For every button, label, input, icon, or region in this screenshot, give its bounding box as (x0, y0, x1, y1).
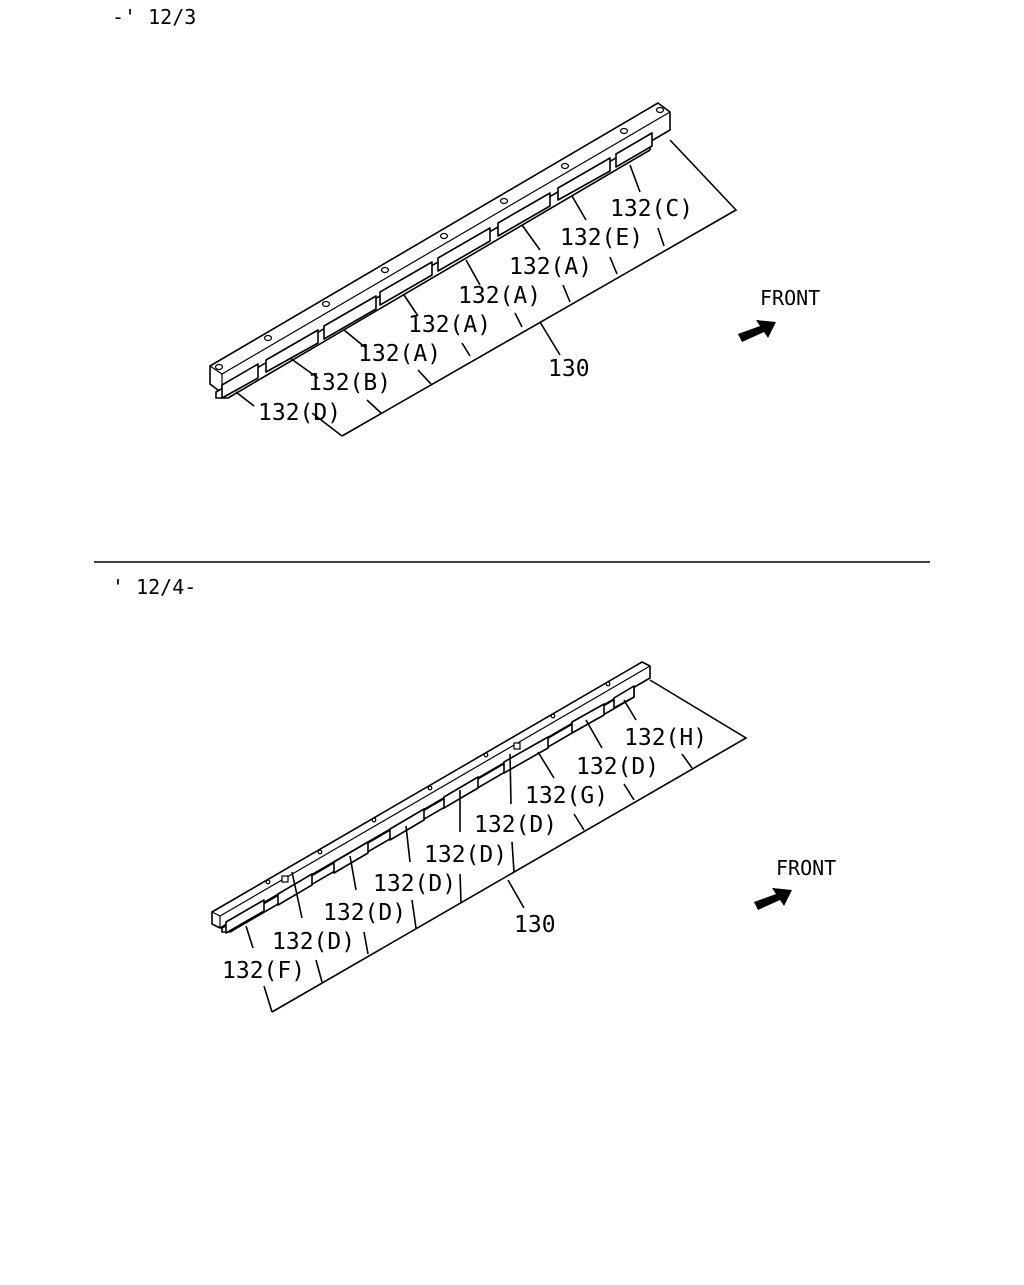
lower-heading: ' 12/4- (112, 575, 196, 599)
callout-upper-7: 132(E) (560, 225, 643, 251)
callout-upper-1: 132(D) (258, 400, 341, 426)
callout-upper-5: 132(A) (458, 283, 541, 309)
callout-lower-9: 132(H) (624, 725, 707, 751)
callout-lower-3: 132(D) (323, 900, 406, 926)
front-arrow-icon (738, 320, 776, 342)
upper-callouts: 132(D) 132(B) 132(A) 132(A) 132(A) 132(A… (258, 196, 693, 426)
lower-main-part: 130 (514, 912, 556, 938)
upper-section: -' 12/3 (112, 5, 820, 437)
lower-callouts: 132(F) 132(D) 132(D) 132(D) 132(D) 132(D… (222, 725, 707, 984)
callout-lower-8: 132(D) (576, 754, 659, 780)
callout-lower-5: 132(D) (424, 842, 507, 868)
callout-upper-6: 132(A) (509, 254, 592, 280)
callout-upper-2: 132(B) (308, 370, 391, 396)
callout-upper-4: 132(A) (408, 312, 491, 338)
upper-main-part: 130 (548, 356, 590, 382)
upper-front-label: FRONT (760, 286, 820, 310)
callout-lower-2: 132(D) (272, 929, 355, 955)
callout-lower-1: 132(F) (222, 958, 305, 984)
callout-lower-7: 132(G) (525, 783, 608, 809)
callout-lower-6: 132(D) (474, 812, 557, 838)
upper-rail (209, 102, 671, 399)
callout-upper-8: 132(C) (610, 196, 693, 222)
upper-leaders (235, 139, 738, 437)
upper-heading: -' 12/3 (112, 5, 196, 29)
callout-lower-4: 132(D) (373, 871, 456, 897)
lower-front-label: FRONT (776, 856, 836, 880)
lower-leaders (245, 679, 748, 1013)
lower-section: ' 12/4- (112, 575, 836, 1013)
callout-upper-3: 132(A) (358, 341, 441, 367)
front-arrow-icon (754, 888, 792, 910)
